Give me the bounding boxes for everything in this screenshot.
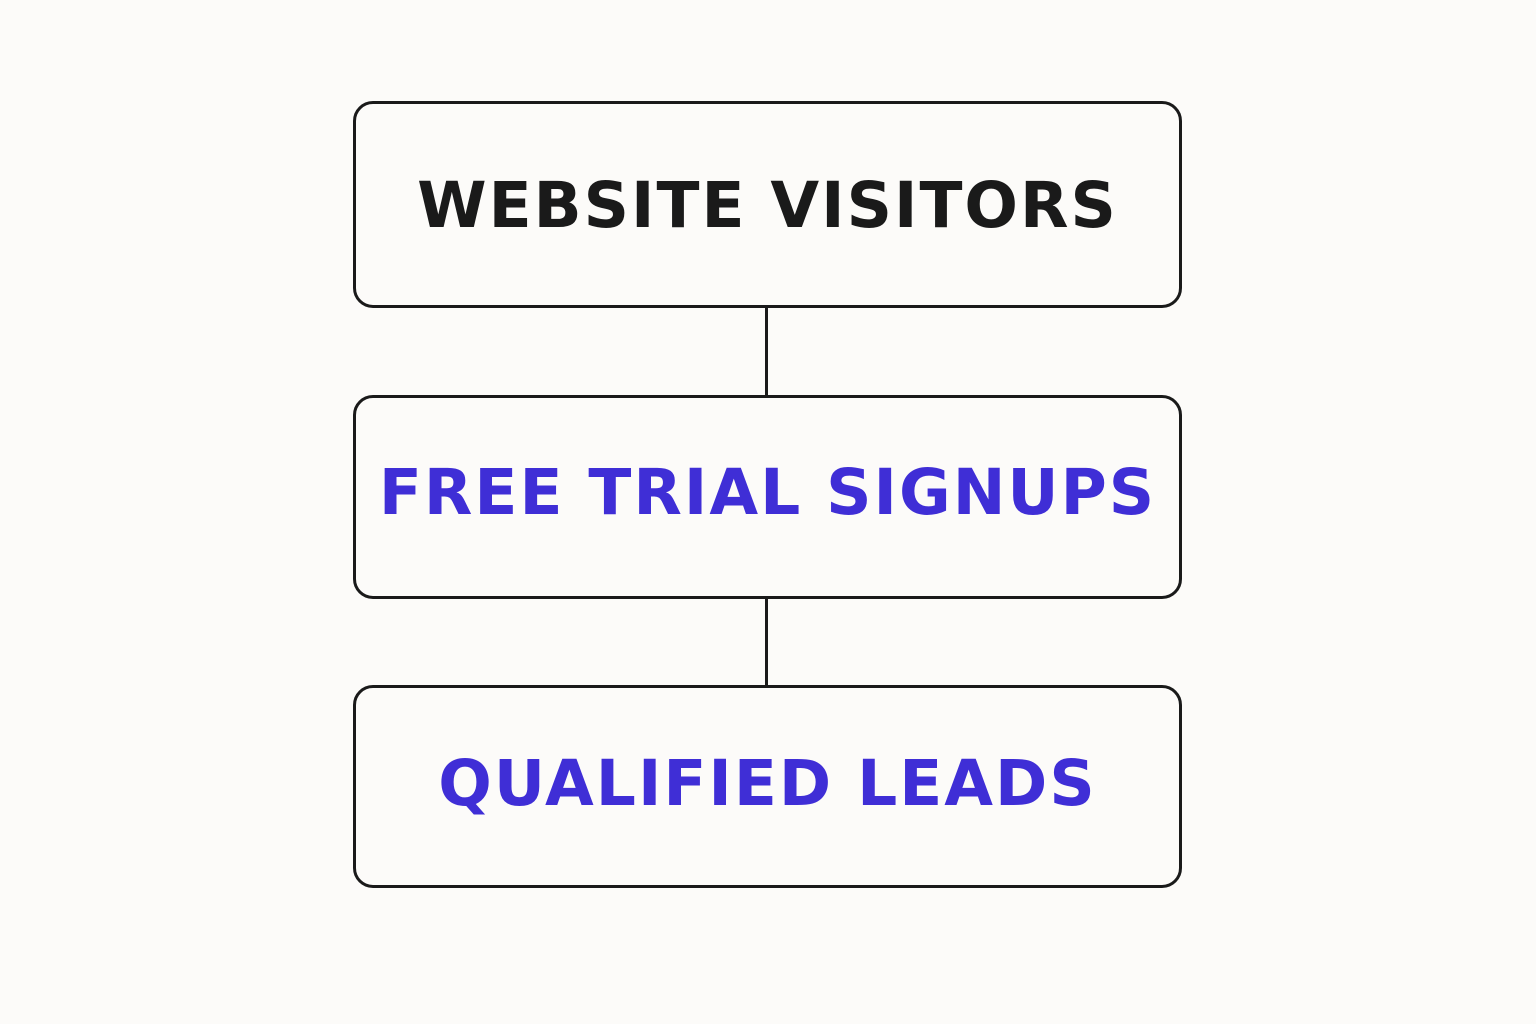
step-label-website-visitors: WEBSITE VISITORS — [417, 169, 1118, 242]
connector-line-1 — [765, 307, 768, 396]
step-label-free-trial-signups: FREE TRIAL SIGNUPS — [378, 455, 1157, 529]
step-box-qualified-leads: QUALIFIED LEADS — [353, 685, 1182, 888]
step-label-qualified-leads: QUALIFIED LEADS — [438, 747, 1097, 820]
step-box-free-trial-signups: FREE TRIAL SIGNUPS — [353, 395, 1182, 599]
connector-line-2 — [765, 598, 768, 686]
step-box-website-visitors: WEBSITE VISITORS — [353, 101, 1182, 308]
